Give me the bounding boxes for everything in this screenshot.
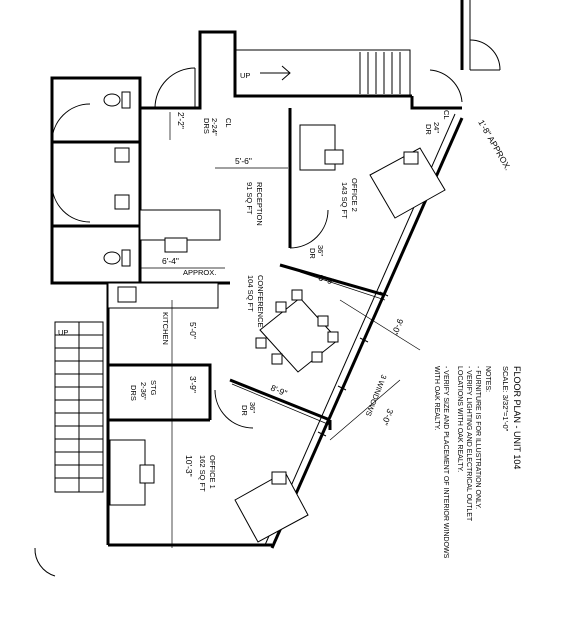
office1-dim: 10'-3" — [184, 455, 194, 477]
dim-2-2: 2'-2" — [176, 112, 186, 129]
dim-5-0: 5'-0" — [188, 322, 198, 339]
lower-stair-label: UP — [58, 328, 68, 337]
note-4: - VERIFY SIZE AND PLACEMENT OF INTERIOR … — [442, 366, 449, 559]
dim-1-8-approx: 1'-8" APPROX. — [476, 118, 513, 172]
dim-6-4-note: APPROX. — [183, 268, 216, 277]
upper-stair-label: UP — [240, 71, 250, 80]
note-3: LOCATIONS WITH OAK REALTY. — [456, 366, 463, 472]
windows-markers — [317, 291, 389, 437]
closet-office2-size: 24" — [432, 122, 441, 133]
kitchen-label: KITCHEN — [161, 312, 170, 345]
closet-office2-label: CL — [442, 110, 451, 120]
storage-note: DRS — [129, 385, 138, 401]
title-block: FLOOR PLAN - UNIT 104 SCALE: 3/32"=1'-0"… — [433, 366, 522, 559]
dim-3-9: 3'-9" — [188, 376, 198, 393]
restroom-fixtures — [103, 91, 131, 267]
plan-scale: SCALE: 3/32"=1'-0" — [501, 366, 510, 432]
dim-9-0: 9'-0" — [390, 317, 406, 336]
door1-note: DR — [308, 248, 317, 259]
room-labels: CL 2-24" DRS RECEPTION 91 SQ FT OFFICE 2… — [129, 110, 451, 492]
office2-area: 143 SQ FT — [340, 182, 349, 219]
note-5: WITH OAK REALTY. — [433, 366, 440, 430]
closet-office2-note: DR — [424, 124, 433, 135]
door1-size: 36" — [316, 245, 325, 256]
conference-label: CONFERENCE — [256, 275, 265, 328]
reception-area: 91 SQ FT — [245, 182, 254, 215]
conference-area: 104 SQ FT — [246, 275, 255, 312]
plan-title: FLOOR PLAN - UNIT 104 — [512, 366, 522, 469]
dim-8-9-upper: 8'-9" — [317, 272, 336, 287]
note-2: - VERIFY LIGHTING AND ELECTRICAL OUTLET — [465, 366, 472, 522]
closet-reception-size: 2-24" — [210, 118, 219, 136]
reception-label: RECEPTION — [255, 182, 264, 226]
note-1: - FURNITURE IS FOR ILLUSTRATION ONLY. — [474, 366, 481, 509]
upper-staircase: UP — [240, 52, 401, 94]
furniture — [107, 124, 446, 543]
notes-heading: NOTES: — [484, 366, 491, 392]
office1-area: 162 SQ FT — [198, 455, 207, 492]
dim-6-4: 6'-4" — [162, 256, 179, 266]
doors — [34, 39, 501, 577]
door2-note: DR — [240, 405, 249, 416]
office2-label: OFFICE 2 — [350, 178, 359, 212]
storage-size: 2-36" — [139, 382, 148, 400]
closet-reception-label: CL — [224, 118, 233, 128]
closet-reception-note: DRS — [202, 118, 211, 134]
lower-staircase: UP — [54, 321, 104, 493]
dim-5-6: 5'-6" — [235, 156, 252, 166]
dim-3-0: 3'-0" — [380, 407, 396, 426]
door2-size: 36" — [248, 402, 257, 413]
storage-label: STG — [149, 380, 158, 396]
office1-label: OFFICE 1 — [208, 455, 217, 489]
dimension-lines — [140, 112, 421, 548]
reception-desk — [139, 209, 221, 241]
